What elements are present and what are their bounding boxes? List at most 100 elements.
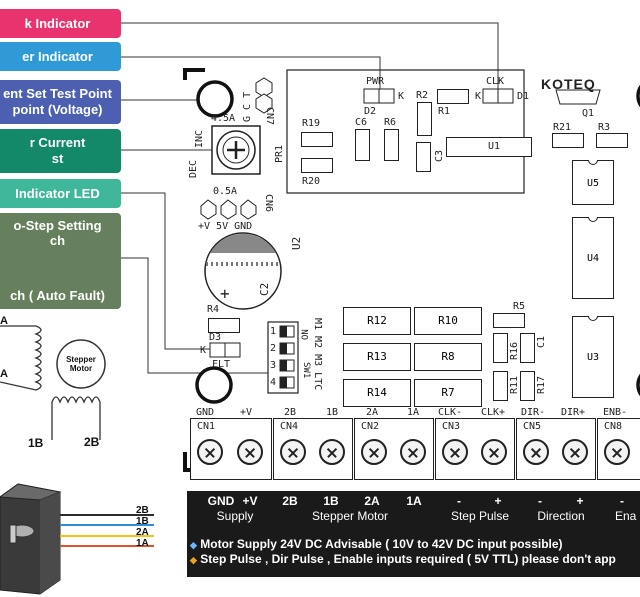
pot-min-label: 0.5A [213,186,238,197]
dip-name-label: SW1 [301,362,311,379]
ic-u3: U3 [572,316,614,398]
cn7-pins-label: G C T [242,91,253,122]
r16-label: R16 [509,341,520,360]
pot-side-label: PR1 [274,144,285,163]
legend-panel [187,491,640,577]
callout-text: r Current [29,135,86,150]
legend-pin-label: - [620,494,624,508]
transistor-q1 [555,89,601,105]
r10-label: R10 [438,314,458,327]
leader-pwr [121,56,381,96]
note-1-text: Motor Supply 24V DC Advisable ( 10V to 4… [200,537,563,551]
legend-group-enable: Ena [615,509,637,523]
ic-u4: U4 [572,217,614,299]
capacitor-c3-body [416,142,431,172]
d2-label: D2 [364,106,377,117]
r21-label: R21 [553,122,572,133]
note-2-text: Step Pulse , Dir Pulse , Enable inputs r… [200,552,616,566]
callout-text: o-Step Setting [13,218,102,233]
legend-pin-label: - [457,494,461,508]
wire-label-1a: 1A [136,538,149,549]
c3-label: C3 [434,149,445,162]
wire-label-2b: 2B [136,505,149,516]
legend-pin-label: - [538,494,542,508]
screw-terminal-icon[interactable] [442,439,468,465]
diamond-icon: ◆ [190,540,197,550]
terminal-name: CN5 [523,421,542,432]
callout-text: er Indicator [22,49,93,64]
mounting-hole [195,366,233,404]
r13-label: R13 [367,350,387,363]
screw-terminal-icon[interactable] [237,439,263,465]
screw-terminal-icon[interactable] [481,439,507,465]
terminal-pin-label: 2A [366,407,379,418]
r6-label: R6 [384,117,397,128]
u5-label: U5 [586,178,600,189]
screw-terminal-icon[interactable] [361,439,387,465]
k-label: K [475,91,482,102]
brand-logo: KOTEQ [541,76,596,92]
screw-terminal-icon[interactable] [280,439,306,465]
dip-num-3: 3 [270,360,277,371]
terminal-pin-label: 2B [284,407,297,418]
motor-symbol-label: Stepper Motor [66,355,96,373]
terminal-cn8[interactable]: CN8 [597,418,640,480]
resistor-r7: R7 [414,379,482,407]
leader-fault [121,192,210,350]
screw-terminal-icon[interactable] [197,439,223,465]
callout-text-3: ch ( Auto Fault) [10,288,105,303]
legend-pin-label: 1B [323,494,339,508]
mounting-hole [196,80,234,118]
cn7-pin [255,77,273,98]
screw-terminal-icon[interactable] [523,439,549,465]
stepper-motor-symbol [56,339,106,389]
legend-group-supply: Supply [216,509,254,523]
u2-label: U2 [290,236,303,250]
terminal-pin-label: +V [240,407,253,418]
current-test-point-callout: ent Set Test Point point (Voltage) [0,80,121,124]
terminal-cn3[interactable]: CN3 [435,418,515,480]
terminal-name: CN1 [197,421,216,432]
cn7-pin [255,93,273,114]
screw-terminal-icon[interactable] [400,439,426,465]
fault-indicator-callout: Indicator LED [0,179,121,208]
terminal-name: CN4 [280,421,299,432]
ic-u1-body [446,137,532,157]
dip-num-2: 2 [270,343,277,354]
coil-1b-label: 1B [28,436,44,450]
screw-terminal-icon[interactable] [319,439,345,465]
terminal-pin-label: 1B [326,407,339,418]
d1-label: D1 [517,91,530,102]
screw-terminal-icon[interactable] [604,439,630,465]
resistor-r21-body [552,133,584,148]
screw-terminal-icon[interactable] [562,439,588,465]
resistor-r6-body [384,129,399,161]
callout-text: Indicator LED [15,186,100,201]
u3-label: U3 [586,352,600,363]
k-label: K [398,91,405,102]
terminal-pin-label: CLK+ [481,407,506,418]
terminal-cn4[interactable]: CN4 [273,418,353,480]
flt-label: FLT [212,359,231,370]
resistor-r14: R14 [343,379,411,407]
callout-text-2: point (Voltage) [12,102,103,117]
cn6-pin [240,199,257,220]
motor-coil-b [51,396,101,440]
r11-label: R11 [509,375,520,394]
terminal-pin-label: 1A [407,407,420,418]
capacitor-c1-body [520,333,535,363]
resistor-r11-body [493,371,508,401]
r3-label: R3 [598,122,611,133]
pot-inc-label: INC [194,129,205,148]
terminal-pin-label: GND [196,407,215,418]
terminal-cn1[interactable]: CN1 [190,418,272,480]
resistor-r4-body [208,318,240,333]
pwr-label: PWR [366,76,385,87]
coil-2b-label: 2B [84,435,100,449]
terminal-cn5[interactable]: CN5 [516,418,596,480]
r8-label: R8 [441,350,455,363]
dip-num-4: 4 [270,377,277,388]
legend-pin-label: 2B [282,494,298,508]
diamond-icon: ◆ [190,555,197,565]
terminal-cn2[interactable]: CN2 [354,418,434,480]
